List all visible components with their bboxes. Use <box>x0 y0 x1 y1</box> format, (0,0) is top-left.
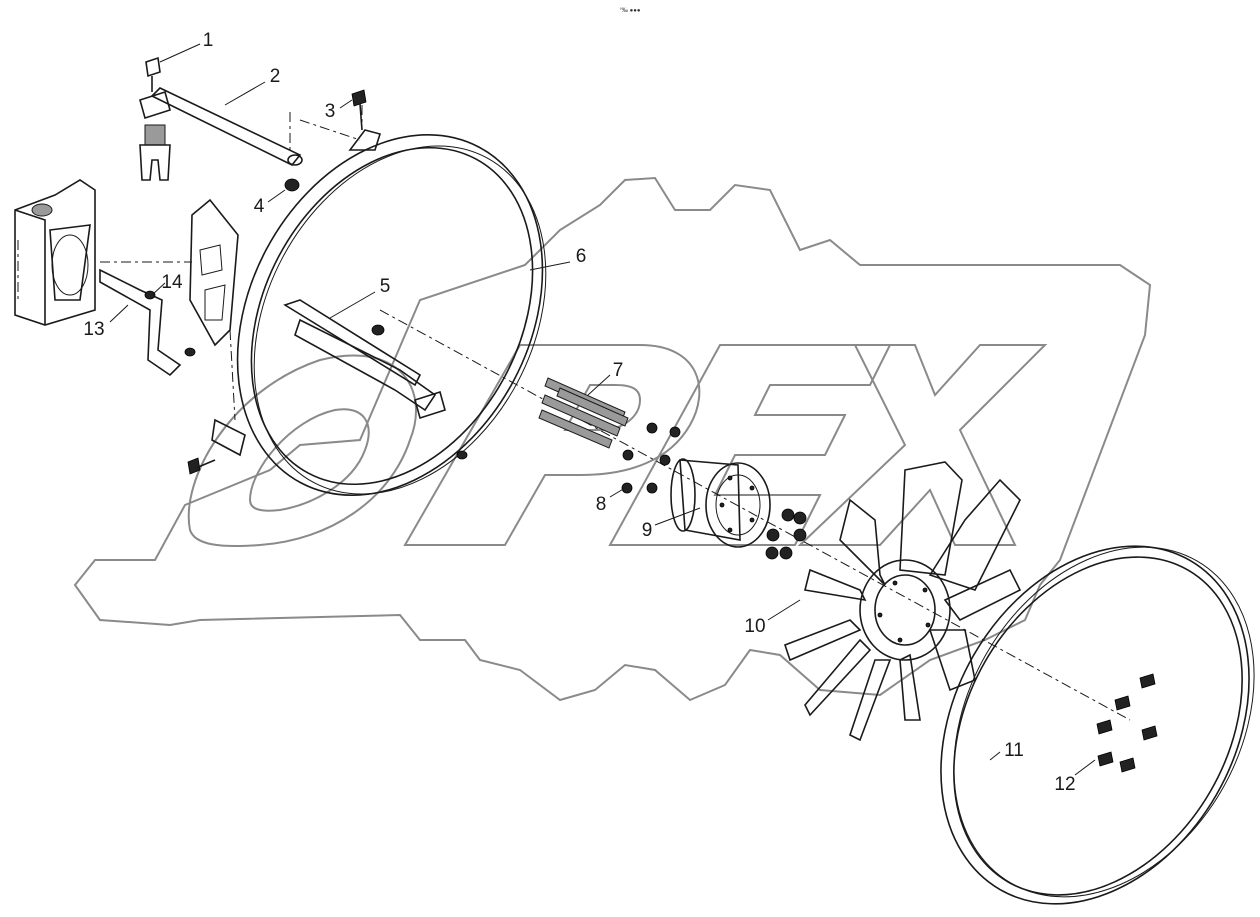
callout-6: 6 <box>576 246 587 267</box>
callout-4: 4 <box>254 196 265 217</box>
part-7-studs <box>538 377 629 449</box>
part-11-fan-guard-ring <box>940 545 1255 905</box>
watermark-letter-e <box>608 344 892 546</box>
callout-10: 10 <box>744 616 765 637</box>
callout-7: 7 <box>613 360 624 381</box>
centre-axis-line <box>379 309 1131 721</box>
callout-9: 9 <box>642 520 653 541</box>
baffle-plate <box>189 198 239 347</box>
part-4-nut <box>284 178 300 192</box>
radiator-block <box>14 179 96 326</box>
part-2-support-strap <box>139 87 303 167</box>
hose-connector <box>139 124 171 181</box>
part-6-fan-shroud-ring <box>236 129 547 496</box>
callout-5: 5 <box>380 276 391 297</box>
callout-1: 1 <box>203 30 214 51</box>
callout-12: 12 <box>1054 774 1075 795</box>
hub-nuts <box>765 508 807 560</box>
reference-code: °‰ ●●● <box>620 8 641 14</box>
watermark-logo <box>73 176 1152 702</box>
watermark-gear-outline <box>73 176 1152 702</box>
watermark-letter-o <box>187 354 417 548</box>
part-8-nuts <box>621 422 681 494</box>
callout-3: 3 <box>325 101 336 122</box>
assembly-link-lines-top <box>289 105 363 150</box>
assembly-link-lines-left <box>17 240 236 421</box>
callout-2: 2 <box>270 66 281 87</box>
callout-11: 11 <box>1004 740 1024 761</box>
part-14-bolt <box>144 290 156 300</box>
callout-14: 14 <box>161 272 183 293</box>
nut-lower-bracket <box>184 347 196 357</box>
part-9-spacer-hub <box>670 458 771 548</box>
callout-13: 13 <box>83 319 104 340</box>
watermark-letter-x <box>797 344 1048 546</box>
part-3-bolt <box>351 89 367 131</box>
lower-mount-clamp <box>187 418 468 475</box>
part-12-bolts <box>1096 673 1158 773</box>
part-10-fan <box>783 461 1022 742</box>
callout-leaders <box>109 43 1096 776</box>
part-1-bolt <box>145 56 161 92</box>
part-5-mounting-bar <box>283 299 446 420</box>
callout-8: 8 <box>596 494 607 515</box>
